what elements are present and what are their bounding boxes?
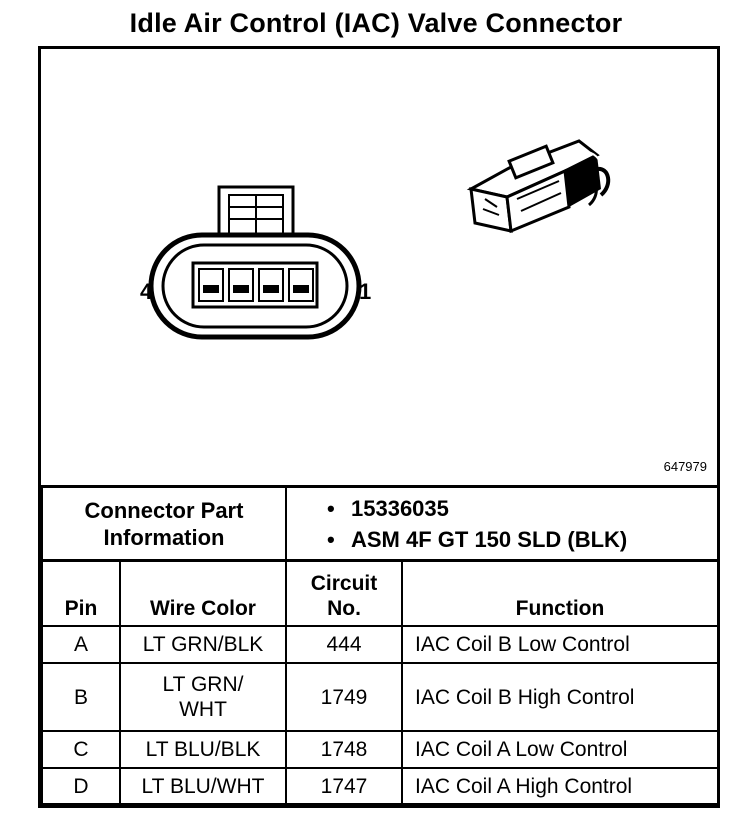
pin-label-1: 1 — [359, 279, 372, 304]
connector-drawing-area: 4 1 647979 — [41, 49, 717, 485]
header-circuit-no: Circuit No. — [285, 559, 403, 627]
connector-isometric-view — [466, 139, 611, 234]
part-number: 15336035 — [351, 496, 449, 521]
pin-cell: B — [41, 662, 121, 732]
table-row: D LT BLU/WHT 1747 IAC Coil A High Contro… — [41, 767, 719, 805]
table-row: B LT GRN/ WHT 1749 IAC Coil B High Contr… — [41, 662, 719, 732]
circuit-no-cell: 444 — [285, 625, 403, 664]
pin-cell: A — [41, 625, 121, 664]
header-function: Function — [401, 559, 719, 627]
page-title: Idle Air Control (IAC) Valve Connector — [129, 8, 623, 38]
wire-color-cell: LT GRN/ WHT — [119, 662, 287, 732]
header-circuit-no-text: Circuit No. — [310, 572, 378, 620]
part-description-item: •ASM 4F GT 150 SLD (BLK) — [327, 527, 628, 552]
connector-front-view — [148, 139, 611, 340]
pinout-header-row: Pin Wire Color Circuit No. Function — [41, 559, 719, 627]
wire-color-text: LT GRN/ WHT — [162, 673, 244, 721]
circuit-no-cell: 1749 — [285, 662, 403, 732]
function-cell: IAC Coil A Low Control — [401, 730, 719, 769]
pin-cell: C — [41, 730, 121, 769]
circuit-no-cell: 1747 — [285, 767, 403, 805]
part-number-item: •15336035 — [327, 496, 449, 521]
pinout-table: Pin Wire Color Circuit No. Function A LT… — [41, 559, 719, 805]
function-cell: IAC Coil A High Control — [401, 767, 719, 805]
pin-cell: D — [41, 767, 121, 805]
circuit-no-cell: 1748 — [285, 730, 403, 769]
function-cell: IAC Coil B High Control — [401, 662, 719, 732]
table-row: C LT BLU/BLK 1748 IAC Coil A Low Control — [41, 730, 719, 769]
wire-color-cell: LT GRN/BLK — [119, 625, 287, 664]
figure-number: 647979 — [663, 459, 707, 474]
header-wire-color: Wire Color — [119, 559, 287, 627]
part-description: ASM 4F GT 150 SLD (BLK) — [351, 527, 628, 552]
pin-label-4: 4 — [140, 279, 153, 304]
connector-part-info-label: Connector Part Information — [41, 485, 287, 562]
connector-sheet: 4 1 647979 Connector Part Information •1… — [38, 46, 720, 808]
table-row: A LT GRN/BLK 444 IAC Coil B Low Control — [41, 625, 719, 664]
header-pin: Pin — [41, 559, 121, 627]
wire-color-cell: LT BLU/BLK — [119, 730, 287, 769]
connector-part-info-table: Connector Part Information •15336035 •AS… — [41, 485, 719, 562]
wire-color-cell: LT BLU/WHT — [119, 767, 287, 805]
terminal-cavities — [191, 261, 319, 309]
connector-part-info-values: •15336035 •ASM 4F GT 150 SLD (BLK) — [285, 485, 719, 562]
function-cell: IAC Coil B Low Control — [401, 625, 719, 664]
